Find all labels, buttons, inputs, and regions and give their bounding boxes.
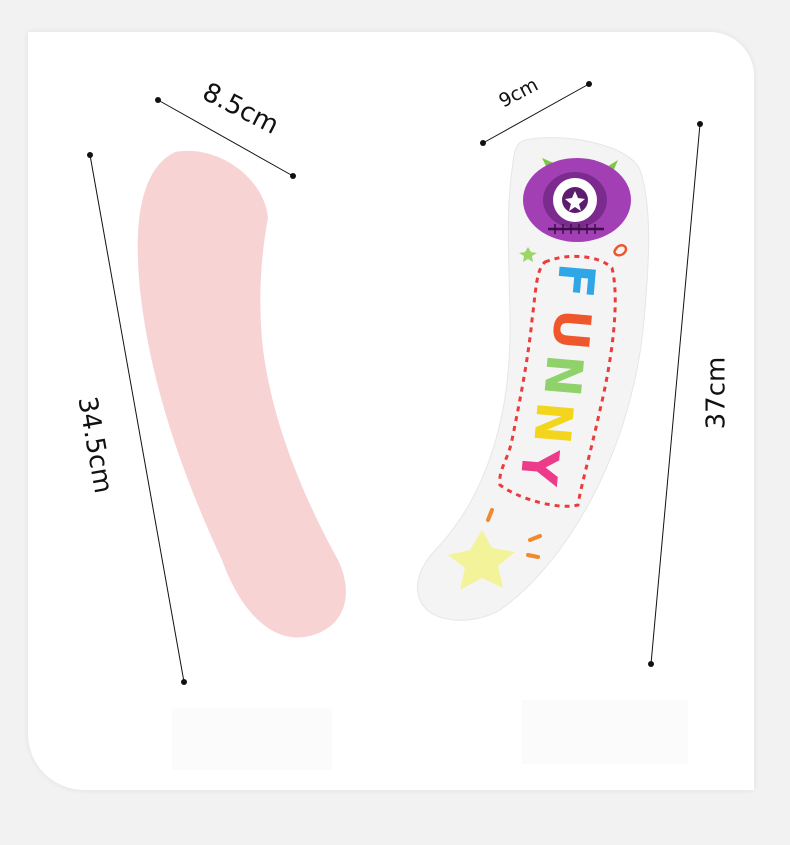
letter-n1: N bbox=[532, 352, 593, 399]
dot-1 bbox=[486, 508, 494, 522]
right-length-label: 37cm bbox=[701, 356, 732, 430]
letters-dashed-outline bbox=[498, 254, 617, 508]
letter-f: F bbox=[545, 261, 606, 300]
dimension-lines bbox=[89, 83, 701, 683]
right-strip bbox=[417, 137, 650, 621]
product-card bbox=[28, 32, 754, 790]
monster-icon bbox=[523, 158, 631, 242]
sparkle-icon bbox=[519, 247, 537, 262]
funny-letters: F U N N Y bbox=[509, 261, 606, 488]
letter-n2: N bbox=[522, 400, 583, 447]
dot-2 bbox=[528, 534, 542, 542]
star-icon bbox=[448, 530, 515, 590]
swirl-icon bbox=[613, 244, 628, 257]
left-strip bbox=[137, 150, 346, 638]
letter-u: U bbox=[540, 307, 601, 353]
dot-3 bbox=[526, 553, 540, 559]
letter-y: Y bbox=[509, 445, 570, 488]
